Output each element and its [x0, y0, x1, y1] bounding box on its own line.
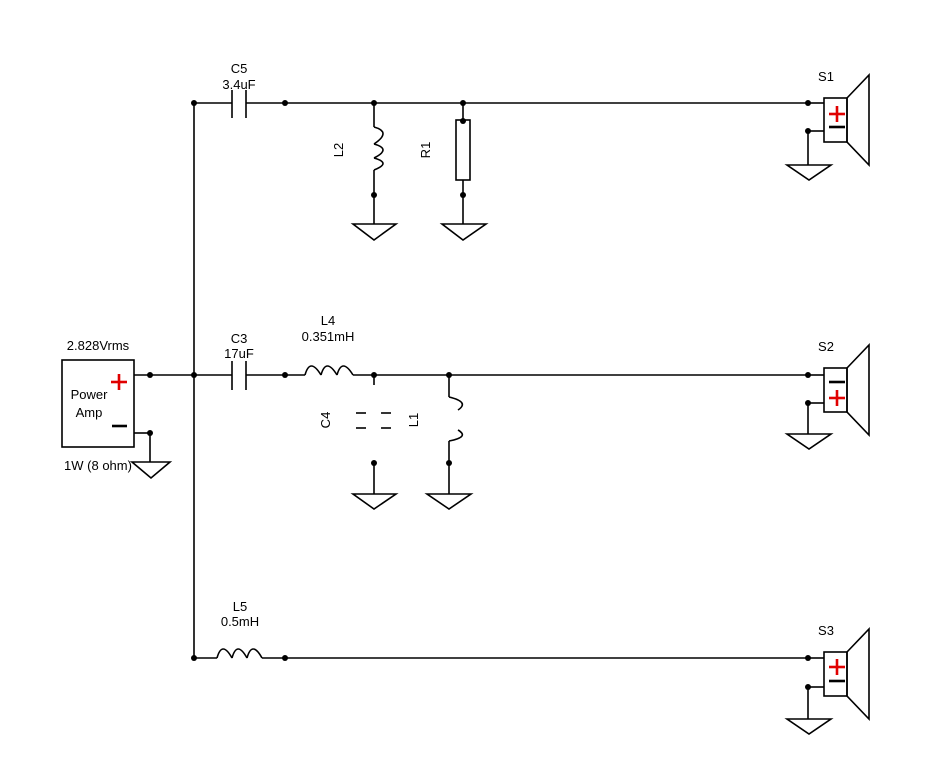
inductor-l1[interactable]: [446, 375, 464, 494]
s1-name-label: S1: [818, 69, 834, 84]
junction-dot: [282, 655, 288, 661]
ground-l2-icon: [350, 223, 399, 241]
inductor-l5[interactable]: [216, 648, 263, 659]
l4-name-label: L4: [321, 313, 335, 328]
junction-dot: [282, 100, 288, 106]
s1-plus-icon: [829, 106, 845, 122]
ground-s2-icon: [784, 433, 834, 450]
capacitor-c5[interactable]: [231, 90, 247, 118]
inductor-l2[interactable]: [371, 103, 384, 224]
main-bus: [191, 100, 197, 661]
l1-name-label: L1: [406, 413, 421, 427]
inductor-l4[interactable]: [304, 365, 354, 376]
s3-plus-icon: [829, 659, 845, 675]
ground-l1-icon: [424, 493, 474, 510]
speaker-s3[interactable]: [784, 627, 870, 735]
c4-name-label: C4: [318, 412, 333, 429]
power-amp[interactable]: Power Amp: [61, 359, 135, 448]
resistor-r1[interactable]: [455, 103, 471, 224]
power-amp-box: [61, 359, 135, 448]
amp-rating-label: 1W (8 ohm): [64, 458, 132, 473]
c5-value-label: 3.4uF: [222, 77, 255, 92]
ground-s3-icon: [784, 718, 834, 735]
capacitor-c4[interactable]: [356, 375, 391, 494]
c3-value-label: 17uF: [224, 346, 254, 361]
speaker-s2[interactable]: [784, 343, 870, 450]
c3-name-label: C3: [231, 331, 248, 346]
s3-name-label: S3: [818, 623, 834, 638]
speaker-s1[interactable]: [784, 73, 870, 181]
amp-wires: [134, 372, 232, 462]
ground-s1-icon: [784, 164, 834, 181]
power-amp-label-line1: Power: [71, 387, 109, 402]
amp-voltage-label: 2.828Vrms: [67, 338, 130, 353]
ground-c4-icon: [350, 493, 399, 510]
junction-dot: [282, 372, 288, 378]
ground-amp-icon: [129, 461, 173, 480]
c5-name-label: C5: [231, 61, 248, 76]
power-amp-label-line2: Amp: [76, 405, 103, 420]
r1-name-label: R1: [418, 142, 433, 159]
l2-name-label: L2: [331, 143, 346, 157]
s2-plus-icon: [829, 390, 845, 406]
l5-name-label: L5: [233, 599, 247, 614]
s2-name-label: S2: [818, 339, 834, 354]
l5-value-label: 0.5mH: [221, 614, 259, 629]
amp-plus-icon: [111, 374, 127, 390]
ground-r1-icon: [439, 223, 489, 241]
l4-value-label: 0.351mH: [302, 329, 355, 344]
capacitor-c3[interactable]: [231, 361, 247, 390]
